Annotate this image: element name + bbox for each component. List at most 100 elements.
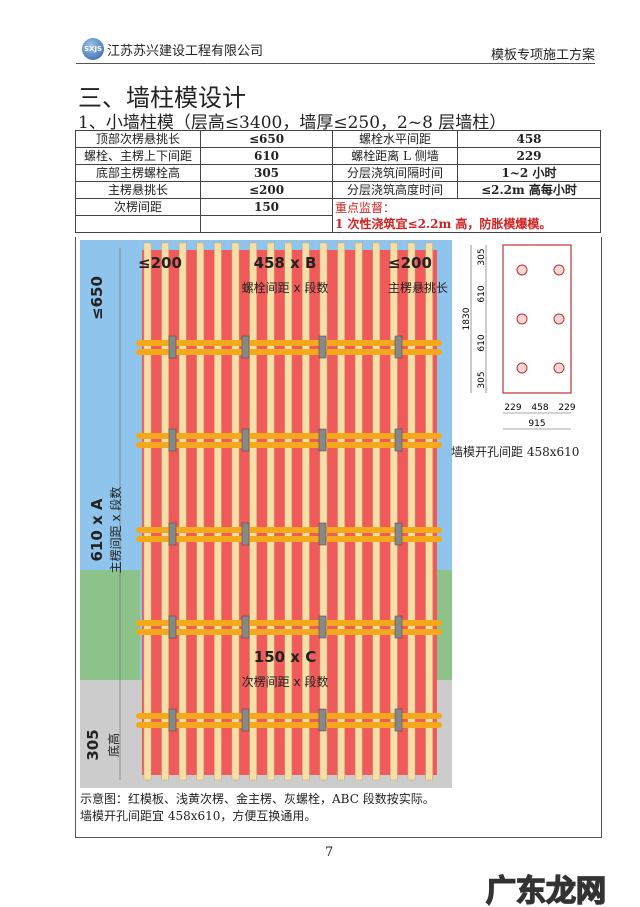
- table-cell: 1~2 小时: [457, 164, 601, 182]
- bolt-hole: [553, 362, 565, 374]
- main-waler: [136, 340, 442, 346]
- main-waler: [136, 713, 442, 719]
- table-cell: ≤2.2m 高每小时: [457, 181, 601, 199]
- diagram-label: ≤200: [138, 254, 182, 272]
- company-logo: SXJS: [82, 38, 104, 60]
- hole-diagram-caption: 墙模开孔间距 458x610: [451, 445, 580, 459]
- main-waler: [136, 527, 442, 533]
- table-cell: 610: [200, 147, 333, 165]
- table-row: [75, 215, 601, 233]
- tie-bolt: [241, 615, 250, 639]
- tie-bolt: [241, 708, 250, 732]
- dimension-label: 610: [477, 285, 487, 302]
- secondary-stud: [231, 242, 240, 781]
- diagram-label: 次楞间距 x 段数: [242, 674, 329, 689]
- tie-bolt: [241, 335, 250, 359]
- secondary-stud: [319, 242, 328, 781]
- table-cell: 主楞悬挑长: [75, 181, 201, 199]
- secondary-stud: [337, 242, 345, 781]
- main-waler: [136, 722, 442, 728]
- table-cell: 底部主楞螺栓高: [75, 164, 201, 182]
- bolt-hole: [516, 362, 528, 374]
- tie-bolt: [168, 708, 177, 732]
- secondary-stud: [372, 242, 381, 781]
- table-cell: [75, 215, 201, 233]
- bolt-hole: [553, 264, 565, 276]
- secondary-stud: [143, 242, 152, 781]
- main-waler: [136, 536, 442, 542]
- table-cell: ≤200: [200, 181, 333, 199]
- diagram-label: 150 x C: [254, 648, 316, 666]
- figure-box: [75, 237, 602, 838]
- tie-bolt: [168, 335, 177, 359]
- header-divider: [76, 63, 595, 64]
- diagram-label: 螺栓间距 x 段数: [242, 280, 329, 295]
- dimension-label: 305: [477, 248, 487, 265]
- diagram-label: ≤650: [88, 276, 106, 320]
- secondary-stud: [390, 242, 398, 781]
- secondary-stud: [214, 242, 222, 781]
- tie-bolt: [394, 335, 403, 359]
- tie-bolt: [318, 428, 327, 452]
- diagram-label: 610 x A: [88, 498, 106, 561]
- tie-bolt: [394, 708, 403, 732]
- tie-bolt: [394, 428, 403, 452]
- main-waler: [136, 349, 442, 355]
- page-number: 7: [325, 845, 334, 860]
- secondary-stud: [178, 242, 187, 781]
- tie-bolt: [318, 522, 327, 546]
- tie-bolt: [318, 708, 327, 732]
- diagram-label: 底高: [106, 733, 121, 757]
- tie-bolt: [168, 615, 177, 639]
- tie-bolt: [168, 428, 177, 452]
- tie-bolt: [394, 615, 403, 639]
- secondary-stud: [161, 242, 169, 781]
- main-waler: [136, 433, 442, 439]
- note-text: 1 次性浇筑宜≤2.2m 高，防胀模爆模。: [335, 216, 552, 231]
- diagram-label: ≤200: [388, 254, 432, 272]
- company-name: 江苏苏兴建设工程有限公司: [107, 43, 264, 59]
- note-title: 重点监督：: [335, 200, 396, 215]
- secondary-stud: [196, 242, 205, 781]
- secondary-stud: [302, 242, 310, 781]
- secondary-stud: [407, 242, 416, 781]
- table-cell: 305: [200, 164, 333, 182]
- table-cell: 螺栓水平间距: [332, 130, 458, 148]
- watermark: 广东龙网: [485, 873, 607, 907]
- main-waler: [136, 629, 442, 635]
- diagram-label: 305: [84, 729, 102, 760]
- header-company: SXJS 江苏苏兴建设工程有限公司: [82, 38, 263, 60]
- main-waler: [136, 620, 442, 626]
- logo-text: SXJS: [83, 45, 103, 53]
- doc-title: 模板专项施工方案: [490, 48, 595, 63]
- dimension-label: 229: [558, 403, 575, 413]
- table-cell: [200, 215, 333, 233]
- table-cell: 分层浇筑高度时间: [332, 181, 458, 199]
- figure-caption-1: 示意图：红模板、浅黄次楞、金主楞、灰螺栓，ABC 段数按实际。: [80, 792, 435, 806]
- table-cell: 458: [457, 130, 601, 148]
- bolt-hole: [553, 313, 565, 325]
- supervision-note: 重点监督：1 次性浇筑宜≤2.2m 高，防胀模爆模。: [332, 198, 601, 233]
- table-cell: 螺栓、主楞上下间距: [75, 147, 201, 165]
- table-cell: 顶部次楞悬挑长: [75, 130, 201, 148]
- tie-bolt: [241, 428, 250, 452]
- table-cell: 150: [200, 198, 333, 216]
- table-cell: 分层浇筑间隔时间: [332, 164, 458, 182]
- table-cell: 次楞间距: [75, 198, 201, 216]
- secondary-stud: [249, 242, 257, 781]
- tie-bolt: [168, 522, 177, 546]
- subsection-title: 1、小墙柱模（层高≤3400，墙厚≤250，2~8 层墙柱）: [78, 113, 507, 133]
- tie-bolt: [318, 335, 327, 359]
- tie-bolt: [394, 522, 403, 546]
- bolt-hole: [516, 313, 528, 325]
- table-cell: 229: [457, 147, 601, 165]
- tie-bolt: [318, 615, 327, 639]
- dimension-label: 229: [504, 403, 521, 413]
- figure-caption-2: 墙模开孔间距宜 458x610，方便互换通用。: [80, 809, 317, 823]
